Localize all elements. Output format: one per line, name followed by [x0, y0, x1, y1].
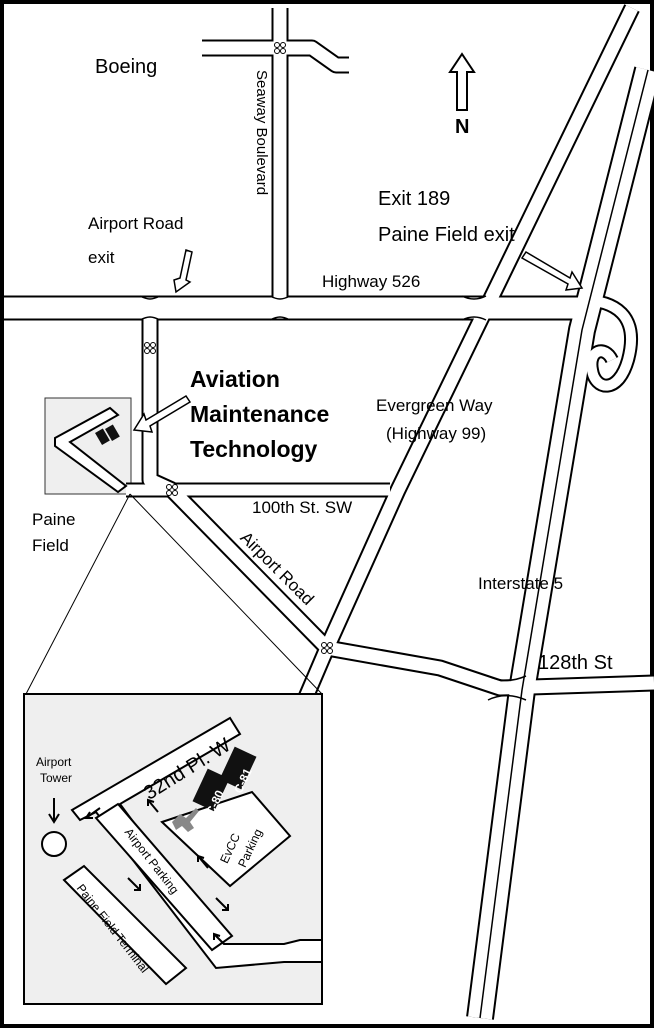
interchange-marks — [139, 295, 527, 701]
evergreen-way-line1: Evergreen Way — [376, 396, 493, 415]
airplane-icon — [172, 808, 199, 832]
paine-field-line1: Paine — [32, 510, 76, 529]
interstate-5-median — [479, 69, 649, 1019]
evergreen-way-line2: (Highway 99) — [386, 424, 487, 443]
airport-tower-line2: Tower — [40, 771, 73, 785]
airport-tower-marker — [41, 831, 67, 857]
campus-building — [105, 424, 120, 442]
inset-terminal — [62, 864, 188, 986]
exit-189-line2: Paine Field exit — [378, 224, 515, 246]
airport-road-exit-line1: Airport Road — [88, 214, 184, 233]
callout-arrow-icon — [132, 249, 584, 433]
campus-building — [95, 428, 110, 446]
seaway-boulevard-label: Seaway Boulevard — [253, 70, 270, 196]
north-arrow-icon — [448, 52, 476, 111]
north-label: N — [455, 116, 470, 138]
inset-map — [23, 693, 323, 1005]
100th-st-label: 100th St. SW — [252, 498, 353, 517]
interstate-5-label: Interstate 5 — [478, 574, 564, 593]
128th-st-label: 128th St — [538, 652, 613, 674]
tower-arrow-icon — [48, 798, 60, 824]
paine-field-line2: Field — [32, 536, 69, 555]
airport-road-exit-line2: exit — [88, 248, 115, 267]
highway-526-label: Highway 526 — [322, 272, 421, 291]
airport-tower-line1: Airport — [36, 755, 72, 769]
building-c81 — [219, 746, 257, 790]
inset-direction-arrows — [84, 798, 229, 945]
aviation-line2: Maintenance — [190, 401, 330, 427]
inset-airport-parking — [94, 802, 234, 952]
aviation-line1: Aviation — [190, 366, 280, 392]
exit-189-line1: Exit 189 — [378, 188, 451, 210]
traffic-signal-marks — [144, 42, 333, 654]
boeing-label: Boeing — [95, 56, 158, 78]
aviation-line3: Technology — [190, 436, 318, 462]
paine-field-runway — [54, 406, 128, 494]
